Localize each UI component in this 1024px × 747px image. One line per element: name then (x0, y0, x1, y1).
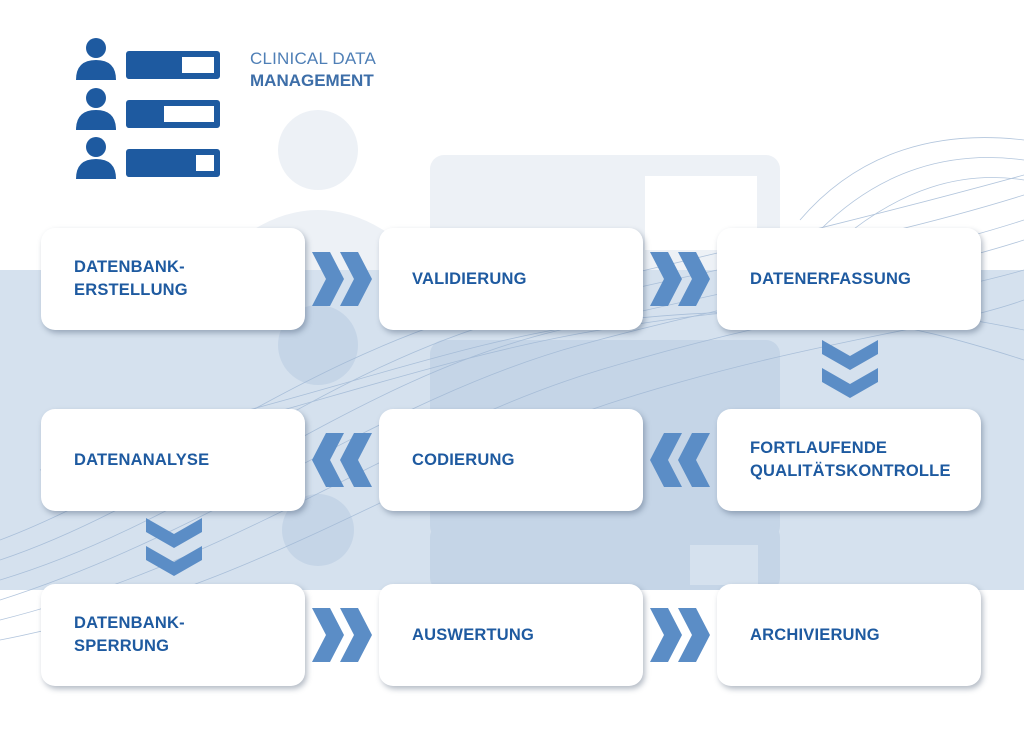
double-chevron-right-icon (650, 252, 710, 306)
step-auswertung: AUSWERTUNG (379, 584, 643, 686)
step-datenerfassung: DATENERFASSUNG (717, 228, 981, 330)
brand-title-line2: MANAGEMENT (250, 71, 374, 90)
step-archivierung: ARCHIVIERUNG (717, 584, 981, 686)
step-label: VALIDIERUNG (412, 269, 527, 288)
step-datenbank-erstellung: DATENBANK- ERSTELLUNG (41, 228, 305, 330)
step-label: DATENERFASSUNG (750, 269, 912, 288)
step-validierung: VALIDIERUNG (379, 228, 643, 330)
double-chevron-down-icon (822, 340, 878, 398)
user-list-icon (76, 38, 220, 179)
step-codierung: CODIERUNG (379, 409, 643, 511)
step-label: DATENBANK- ERSTELLUNG (74, 258, 188, 299)
double-chevron-right-icon (650, 608, 710, 662)
double-chevron-left-icon (312, 433, 372, 487)
brand-title-line1: CLINICAL DATA (250, 49, 377, 68)
step-label: DATENANALYSE (74, 450, 210, 469)
step-label: FORTLAUFENDE QUALITÄTSKONTROLLE (750, 439, 951, 480)
double-chevron-left-icon (650, 433, 710, 487)
step-datenanalyse: DATENANALYSE (41, 409, 305, 511)
step-label: DATENBANK- SPERRUNG (74, 614, 185, 655)
brand-title: CLINICAL DATA MANAGEMENT (250, 48, 376, 92)
step-label: ARCHIVIERUNG (750, 625, 880, 644)
double-chevron-right-icon (312, 608, 372, 662)
step-label: CODIERUNG (412, 450, 515, 469)
step-label: AUSWERTUNG (412, 625, 535, 644)
step-fortlaufende-qualitaetskontrolle: FORTLAUFENDE QUALITÄTSKONTROLLE (717, 409, 981, 511)
step-datenbank-sperrung: DATENBANK- SPERRUNG (41, 584, 305, 686)
double-chevron-right-icon (312, 252, 372, 306)
double-chevron-down-icon (146, 518, 202, 576)
